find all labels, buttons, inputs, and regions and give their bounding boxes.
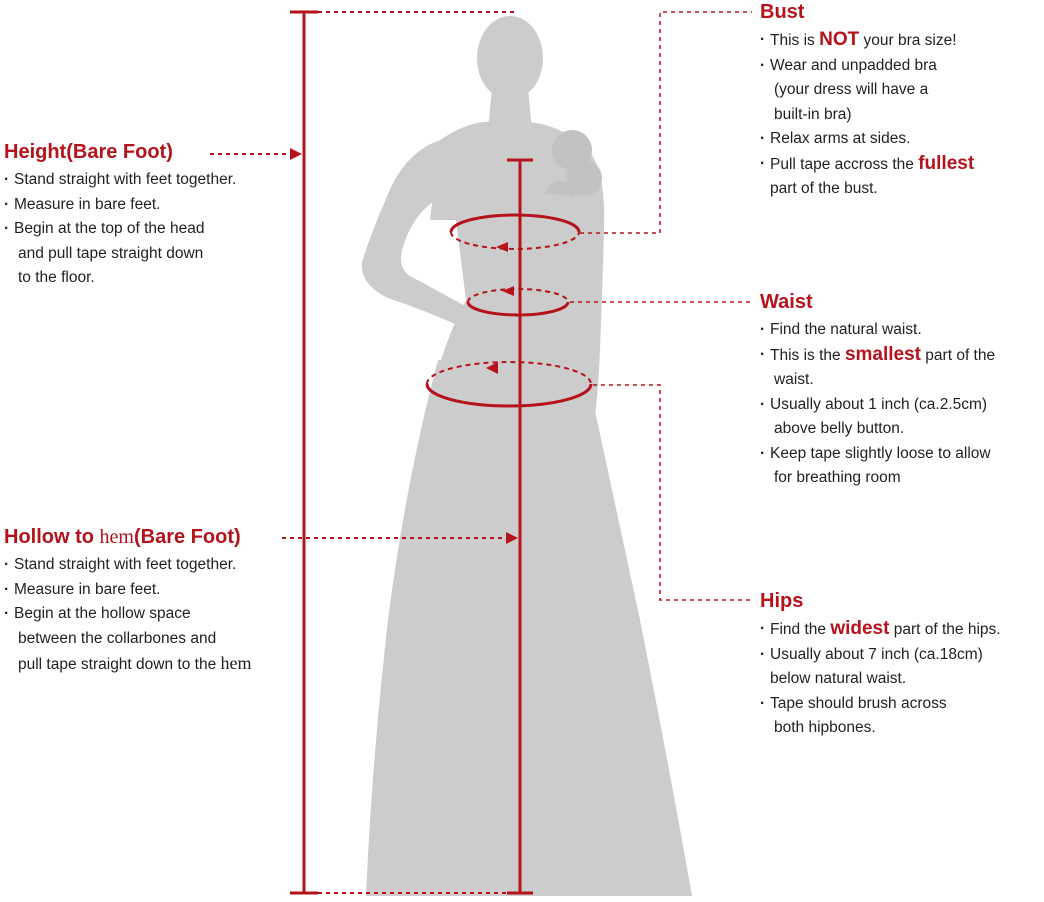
hips-section: Hips Find the widest part of the hips. U… [760,589,1001,741]
height-item: Begin at the top of the head and pull ta… [4,217,236,291]
waist-item-cont: for breathing room [774,469,901,486]
bust-title: Bust [760,1,805,23]
bust-item-cont: part of the bust. [770,180,878,197]
hollow-to-hem-title: Hollow to hem(Bare Foot) [4,525,252,549]
bust-item: Pull tape accross the fullest part of th… [760,152,974,202]
hollow-to-hem-measure-line [282,158,533,895]
waist-instructions: Find the natural waist. This is the smal… [760,318,995,491]
waist-item-text: This is the [770,346,845,364]
hollow-title-part: (Bare Foot) [133,526,241,548]
height-item-text: Begin at the top of the head [14,220,205,237]
hollow-to-hem-instructions: Stand straight with feet together. Measu… [4,553,252,678]
waist-title: Waist [760,291,813,313]
height-instructions: Stand straight with feet together. Measu… [4,168,236,291]
bust-item: Wear and unpadded bra (your dress will h… [760,54,974,128]
height-item-cont: to the floor. [18,269,95,286]
bust-section: Bust This is NOT your bra size! Wear and… [760,0,974,202]
hips-item: Usually about 7 inch (ca.18cm) below nat… [760,643,1001,692]
hips-item-text: part of the hips. [889,621,1001,638]
height-item-cont: and pull tape straight down [18,244,204,262]
waist-tape [466,286,752,317]
waist-item-cont: waist. [774,371,814,388]
hips-highlight: widest [830,618,890,639]
hips-item-cont: both hipbones. [774,719,876,736]
bust-highlight: NOT [819,29,860,50]
bust-item: Relax arms at sides. [760,127,974,152]
hips-item-text: Usually about 7 inch (ca.18cm) [770,645,983,663]
waist-section: Waist Find the natural waist. This is th… [760,290,995,491]
height-measure-line [210,10,520,895]
height-section: Height(Bare Foot) Stand straight with fe… [4,140,236,291]
bust-item-text: your bra size! [859,32,957,49]
bust-item-cont: built-in bra) [774,105,852,123]
hollow-item: Stand straight with feet together. [4,553,252,578]
height-item: Stand straight with feet together. [4,168,236,193]
hollow-item: Measure in bare feet. [4,578,252,603]
hips-instructions: Find the widest part of the hips. Usuall… [760,617,1001,741]
bust-tape [449,11,752,252]
bust-item-cont: (your dress will have a [774,81,929,98]
waist-item-text: Keep tape slightly loose to allow [770,444,991,462]
dress-silhouette [361,16,692,896]
waist-highlight: smallest [844,343,921,365]
hips-tape [425,361,752,601]
hollow-item-text: Begin at the hollow space [14,605,191,622]
waist-item: This is the smallest part of the waist. [760,343,995,393]
bust-item-text: This is [770,32,820,49]
hollow-item-hem: hem [220,653,252,673]
hollow-item-text: pull tape straight down to the [18,656,221,673]
bust-item-text: Wear and unpadded bra [770,56,937,74]
hips-item: Find the widest part of the hips. [760,617,1001,643]
hollow-item-cont: between the collarbones and [18,629,217,647]
waist-item: Find the natural waist. [760,318,995,343]
bust-item-text: Pull tape accross the [770,155,919,173]
waist-item-text: Usually about 1 inch (ca.2.5cm) [770,395,988,413]
hips-item-text: Find the [770,621,831,638]
waist-item: Usually about 1 inch (ca.2.5cm) above be… [760,393,995,442]
waist-item-cont: above belly button. [774,420,905,437]
hollow-title-hem: hem [99,526,134,548]
hollow-to-hem-section: Hollow to hem(Bare Foot) Stand straight … [4,525,252,678]
hips-item-text: Tape should brush across [770,694,947,712]
hollow-title-part: Hollow to [4,526,100,548]
waist-item-text: part of the [921,346,996,364]
hips-item-cont: below natural waist. [770,670,907,687]
waist-item: Keep tape slightly loose to allow for br… [760,442,995,491]
hollow-item-cont: pull tape straight down to the hem [14,651,252,678]
bust-item: This is NOT your bra size! [760,28,974,54]
height-item: Measure in bare feet. [4,193,236,218]
hips-title: Hips [760,590,804,612]
bust-highlight: fullest [918,152,975,174]
bust-instructions: This is NOT your bra size! Wear and unpa… [760,28,974,202]
hips-item: Tape should brush across both hipbones. [760,692,1001,741]
hollow-item: Begin at the hollow space between the co… [4,602,252,678]
height-title: Height(Bare Foot) [4,141,173,163]
